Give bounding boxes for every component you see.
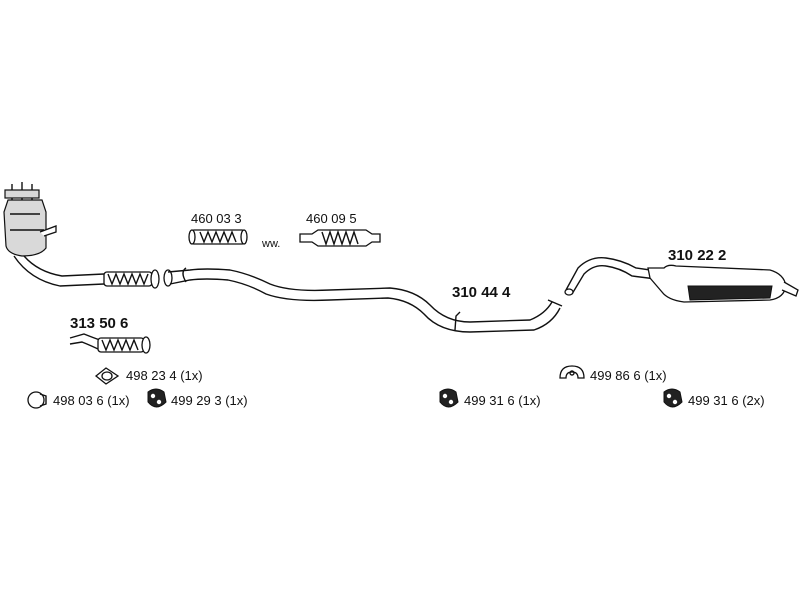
bracket-icon (559, 365, 585, 379)
front-pipe (69, 333, 151, 354)
label-gasket: 498 23 4 (1x) (126, 368, 203, 383)
middle-pipe (163, 267, 563, 333)
label-rubber-mount-middle: 499 31 6 (1x) (464, 393, 541, 408)
label-rubber-mount-front: 499 29 3 (1x) (171, 393, 248, 408)
label-flex-pipe-a: 460 03 3 (191, 211, 242, 226)
label-clamp-ring: 498 03 6 (1x) (53, 393, 130, 408)
label-or: ww. (262, 238, 281, 250)
label-front-pipe: 313 50 6 (70, 315, 129, 332)
rubber-mount-icon-middle (439, 388, 459, 408)
flex-pipe-b (299, 229, 381, 247)
rubber-mount-icon-rear (663, 388, 683, 408)
front-pipe-flex-section (103, 269, 160, 289)
gasket-icon (94, 367, 120, 385)
flex-pipe-a (188, 229, 248, 245)
clamp-ring-icon (27, 391, 47, 409)
label-rear-bracket: 499 86 6 (1x) (590, 368, 667, 383)
catalytic-converter (3, 182, 105, 287)
label-rear-silencer: 310 22 2 (668, 247, 727, 264)
rubber-mount-icon-front (147, 388, 167, 408)
label-flex-pipe-b: 460 09 5 (306, 211, 357, 226)
label-rubber-mount-rear: 499 31 6 (2x) (688, 393, 765, 408)
label-middle-pipe: 310 44 4 (452, 284, 511, 301)
rear-silencer (564, 257, 799, 303)
